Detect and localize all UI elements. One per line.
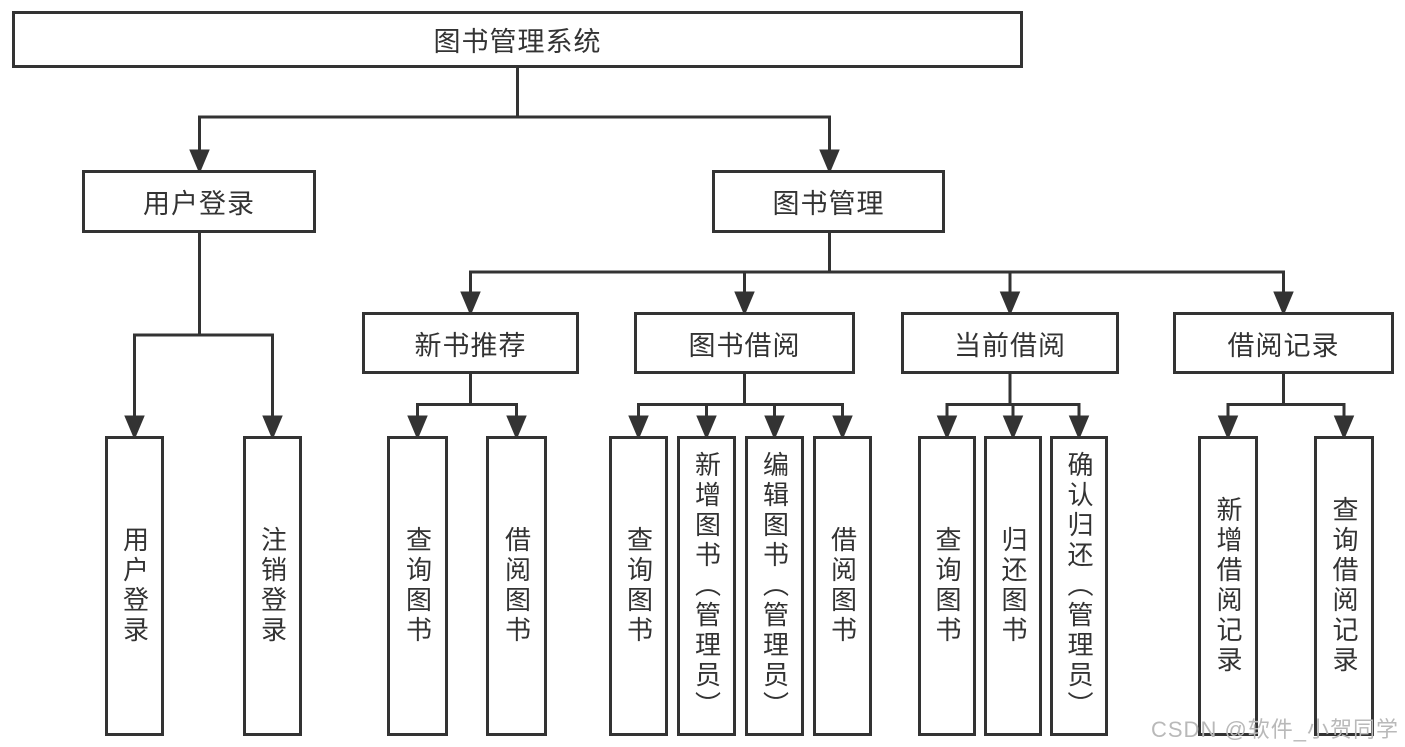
node-borrow-records: 借阅记录 — [1173, 312, 1394, 374]
node-new-book-recommend: 新书推荐 — [362, 312, 579, 374]
leaf-borrowing-add-books-admin-label: 新增图书（管理员） — [691, 451, 722, 721]
node-book-borrowing: 图书借阅 — [634, 312, 855, 374]
node-library-system-label: 图书管理系统 — [433, 27, 602, 57]
connector-segments — [133, 68, 1346, 406]
leaf-current-query-books: 查询图书 — [918, 436, 976, 736]
node-book-management: 图书管理 — [712, 170, 945, 233]
node-current-borrowing: 当前借阅 — [901, 312, 1119, 374]
node-book-borrowing-label: 图书借阅 — [688, 330, 801, 361]
node-borrow-records-label: 借阅记录 — [1227, 330, 1340, 361]
node-user-login: 用户登录 — [82, 170, 316, 233]
watermark: CSDN @软件_小贺同学 — [1151, 717, 1400, 742]
leaf-records-query-record: 查询借阅记录 — [1314, 436, 1374, 736]
leaf-borrowing-edit-books-admin-label: 编辑图书（管理员） — [759, 451, 790, 721]
leaf-records-query-record-label: 查询借阅记录 — [1329, 496, 1359, 676]
node-new-book-recommend-label: 新书推荐 — [414, 330, 527, 361]
leaf-logout-label: 注销登录 — [257, 526, 288, 646]
leaf-recommend-query-books: 查询图书 — [387, 436, 448, 736]
leaf-borrowing-borrow-books-label: 借阅图书 — [827, 526, 858, 646]
leaf-current-query-books-label: 查询图书 — [932, 526, 962, 646]
leaf-recommend-borrow-books: 借阅图书 — [486, 436, 547, 736]
leaf-current-confirm-return-admin: 确认归还（管理员） — [1050, 436, 1108, 736]
node-book-management-label: 图书管理 — [772, 189, 885, 219]
leaf-current-return-books-label: 归还图书 — [998, 526, 1028, 646]
leaf-recommend-query-books-label: 查询图书 — [402, 526, 433, 646]
leaf-records-add-record-label: 新增借阅记录 — [1213, 496, 1243, 676]
leaf-borrowing-edit-books-admin: 编辑图书（管理员） — [745, 436, 804, 736]
leaf-borrowing-query-books: 查询图书 — [609, 436, 668, 736]
leaf-recommend-borrow-books-label: 借阅图书 — [501, 526, 532, 646]
leaf-borrowing-query-books-label: 查询图书 — [623, 526, 654, 646]
node-user-login-label: 用户登录 — [143, 189, 255, 219]
leaf-logout: 注销登录 — [243, 436, 302, 736]
connector-arrowheads — [124, 117, 1355, 440]
leaf-borrowing-borrow-books: 借阅图书 — [813, 436, 872, 736]
leaf-current-confirm-return-admin-label: 确认归还（管理员） — [1064, 451, 1094, 721]
leaf-user-login: 用户登录 — [105, 436, 164, 736]
leaf-user-login-label: 用户登录 — [119, 526, 150, 646]
leaf-borrowing-add-books-admin: 新增图书（管理员） — [677, 436, 736, 736]
node-library-system: 图书管理系统 — [12, 11, 1023, 68]
leaf-current-return-books: 归还图书 — [984, 436, 1042, 736]
leaf-records-add-record: 新增借阅记录 — [1198, 436, 1258, 736]
node-current-borrowing-label: 当前借阅 — [954, 330, 1066, 361]
